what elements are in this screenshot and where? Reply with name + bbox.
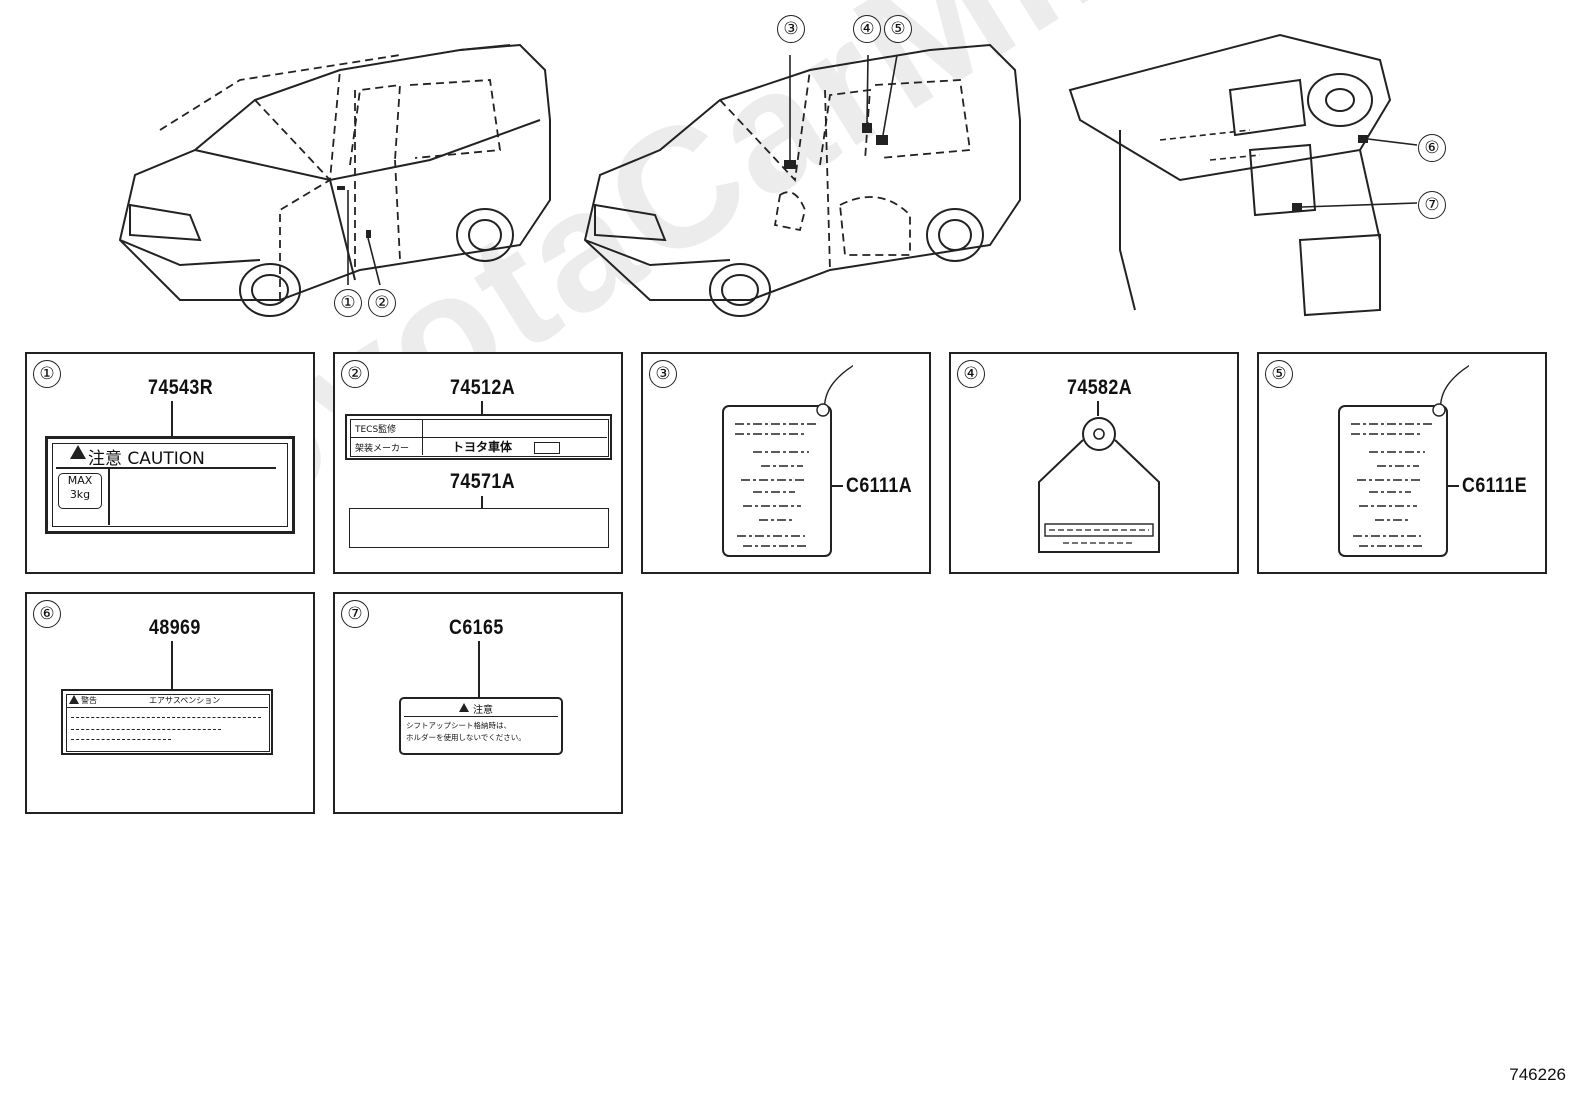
caution-label: 注意 CAUTION MAX 3kg — [45, 436, 295, 534]
warning-title: エアサスペンション — [149, 696, 221, 705]
dashboard-illustration-right — [1068, 33, 1418, 317]
air-suspension-warning-label: 警告 エアサスペンション — [61, 689, 273, 755]
callout-6: ⑥ — [1418, 134, 1446, 162]
panel-number: ③ — [649, 360, 677, 388]
callout-7: ⑦ — [1418, 191, 1446, 219]
warning-triangle-icon — [69, 695, 79, 704]
panel-5: ⑤ C6111E — [1257, 352, 1547, 574]
blank-label — [349, 508, 609, 548]
panel-6: ⑥ 48969 警告 エアサスペンション — [25, 592, 315, 814]
maker-label: 架装メーカー — [355, 444, 410, 454]
caution-head: 注意 — [473, 705, 493, 716]
callout-5: ⑤ — [884, 15, 912, 43]
hang-tag-drawing — [722, 364, 853, 557]
part-number-C6111E: C6111E — [1462, 474, 1528, 497]
part-number-48969: 48969 — [149, 616, 201, 639]
toyota-auto-body-logo: トヨタ車体 — [452, 440, 513, 454]
vehicle-exterior-illustration-left — [118, 43, 551, 317]
part-number-C6165: C6165 — [449, 616, 504, 639]
callout-3: ③ — [777, 15, 805, 43]
callout-1: ① — [334, 289, 362, 317]
caution-line-2: ホルダーを使用しないでください。 — [406, 733, 526, 742]
caution-text: 注意 CAUTION — [88, 449, 205, 469]
callout-4: ④ — [853, 15, 881, 43]
seat-caution-label: 注意 シフトアップシート格納時は、 ホルダーを使用しないでください。 — [399, 697, 563, 755]
diagram-id: 746226 — [1509, 1065, 1566, 1084]
panel-number: ① — [33, 360, 61, 388]
warning-triangle-icon — [459, 703, 469, 712]
panel-number: ⑦ — [341, 600, 369, 628]
max-weight-badge: MAX 3kg — [58, 473, 102, 509]
part-number-C6111A: C6111A — [846, 474, 913, 497]
caution-line-1: シフトアップシート格納時は、 — [406, 721, 511, 730]
panel-number: ② — [341, 360, 369, 388]
panel-number: ⑥ — [33, 600, 61, 628]
callout-2: ② — [368, 289, 396, 317]
warning-triangle-icon — [70, 445, 86, 459]
panel-2: ② 74512A TECS監修 架装メーカー トヨタ車体 74571A — [333, 352, 623, 574]
part-number-74571A: 74571A — [450, 470, 516, 493]
panel-number: ⑤ — [1265, 360, 1293, 388]
hanger-tag-drawing — [1038, 417, 1160, 553]
panel-4: ④ 74582A — [949, 352, 1239, 574]
tecs-label: TECS監修 — [355, 425, 397, 435]
panel-3: ③ C6111A — [641, 352, 931, 574]
panel-number: ④ — [957, 360, 985, 388]
hang-tag-drawing — [1338, 364, 1469, 557]
panel-1: ① 74543R 注意 CAUTION MAX 3kg — [25, 352, 315, 574]
part-number-74543R: 74543R — [148, 376, 214, 399]
body-maker-label: TECS監修 架装メーカー トヨタ車体 — [345, 414, 612, 460]
part-number-74582A: 74582A — [1067, 376, 1133, 399]
panel-7: ⑦ C6165 注意 シフトアップシート格納時は、 ホルダーを使用しないでくださ… — [333, 592, 623, 814]
warning-head: 警告 — [81, 696, 97, 705]
part-number-74512A: 74512A — [450, 376, 516, 399]
vehicle-interior-illustration-middle — [583, 43, 1021, 317]
